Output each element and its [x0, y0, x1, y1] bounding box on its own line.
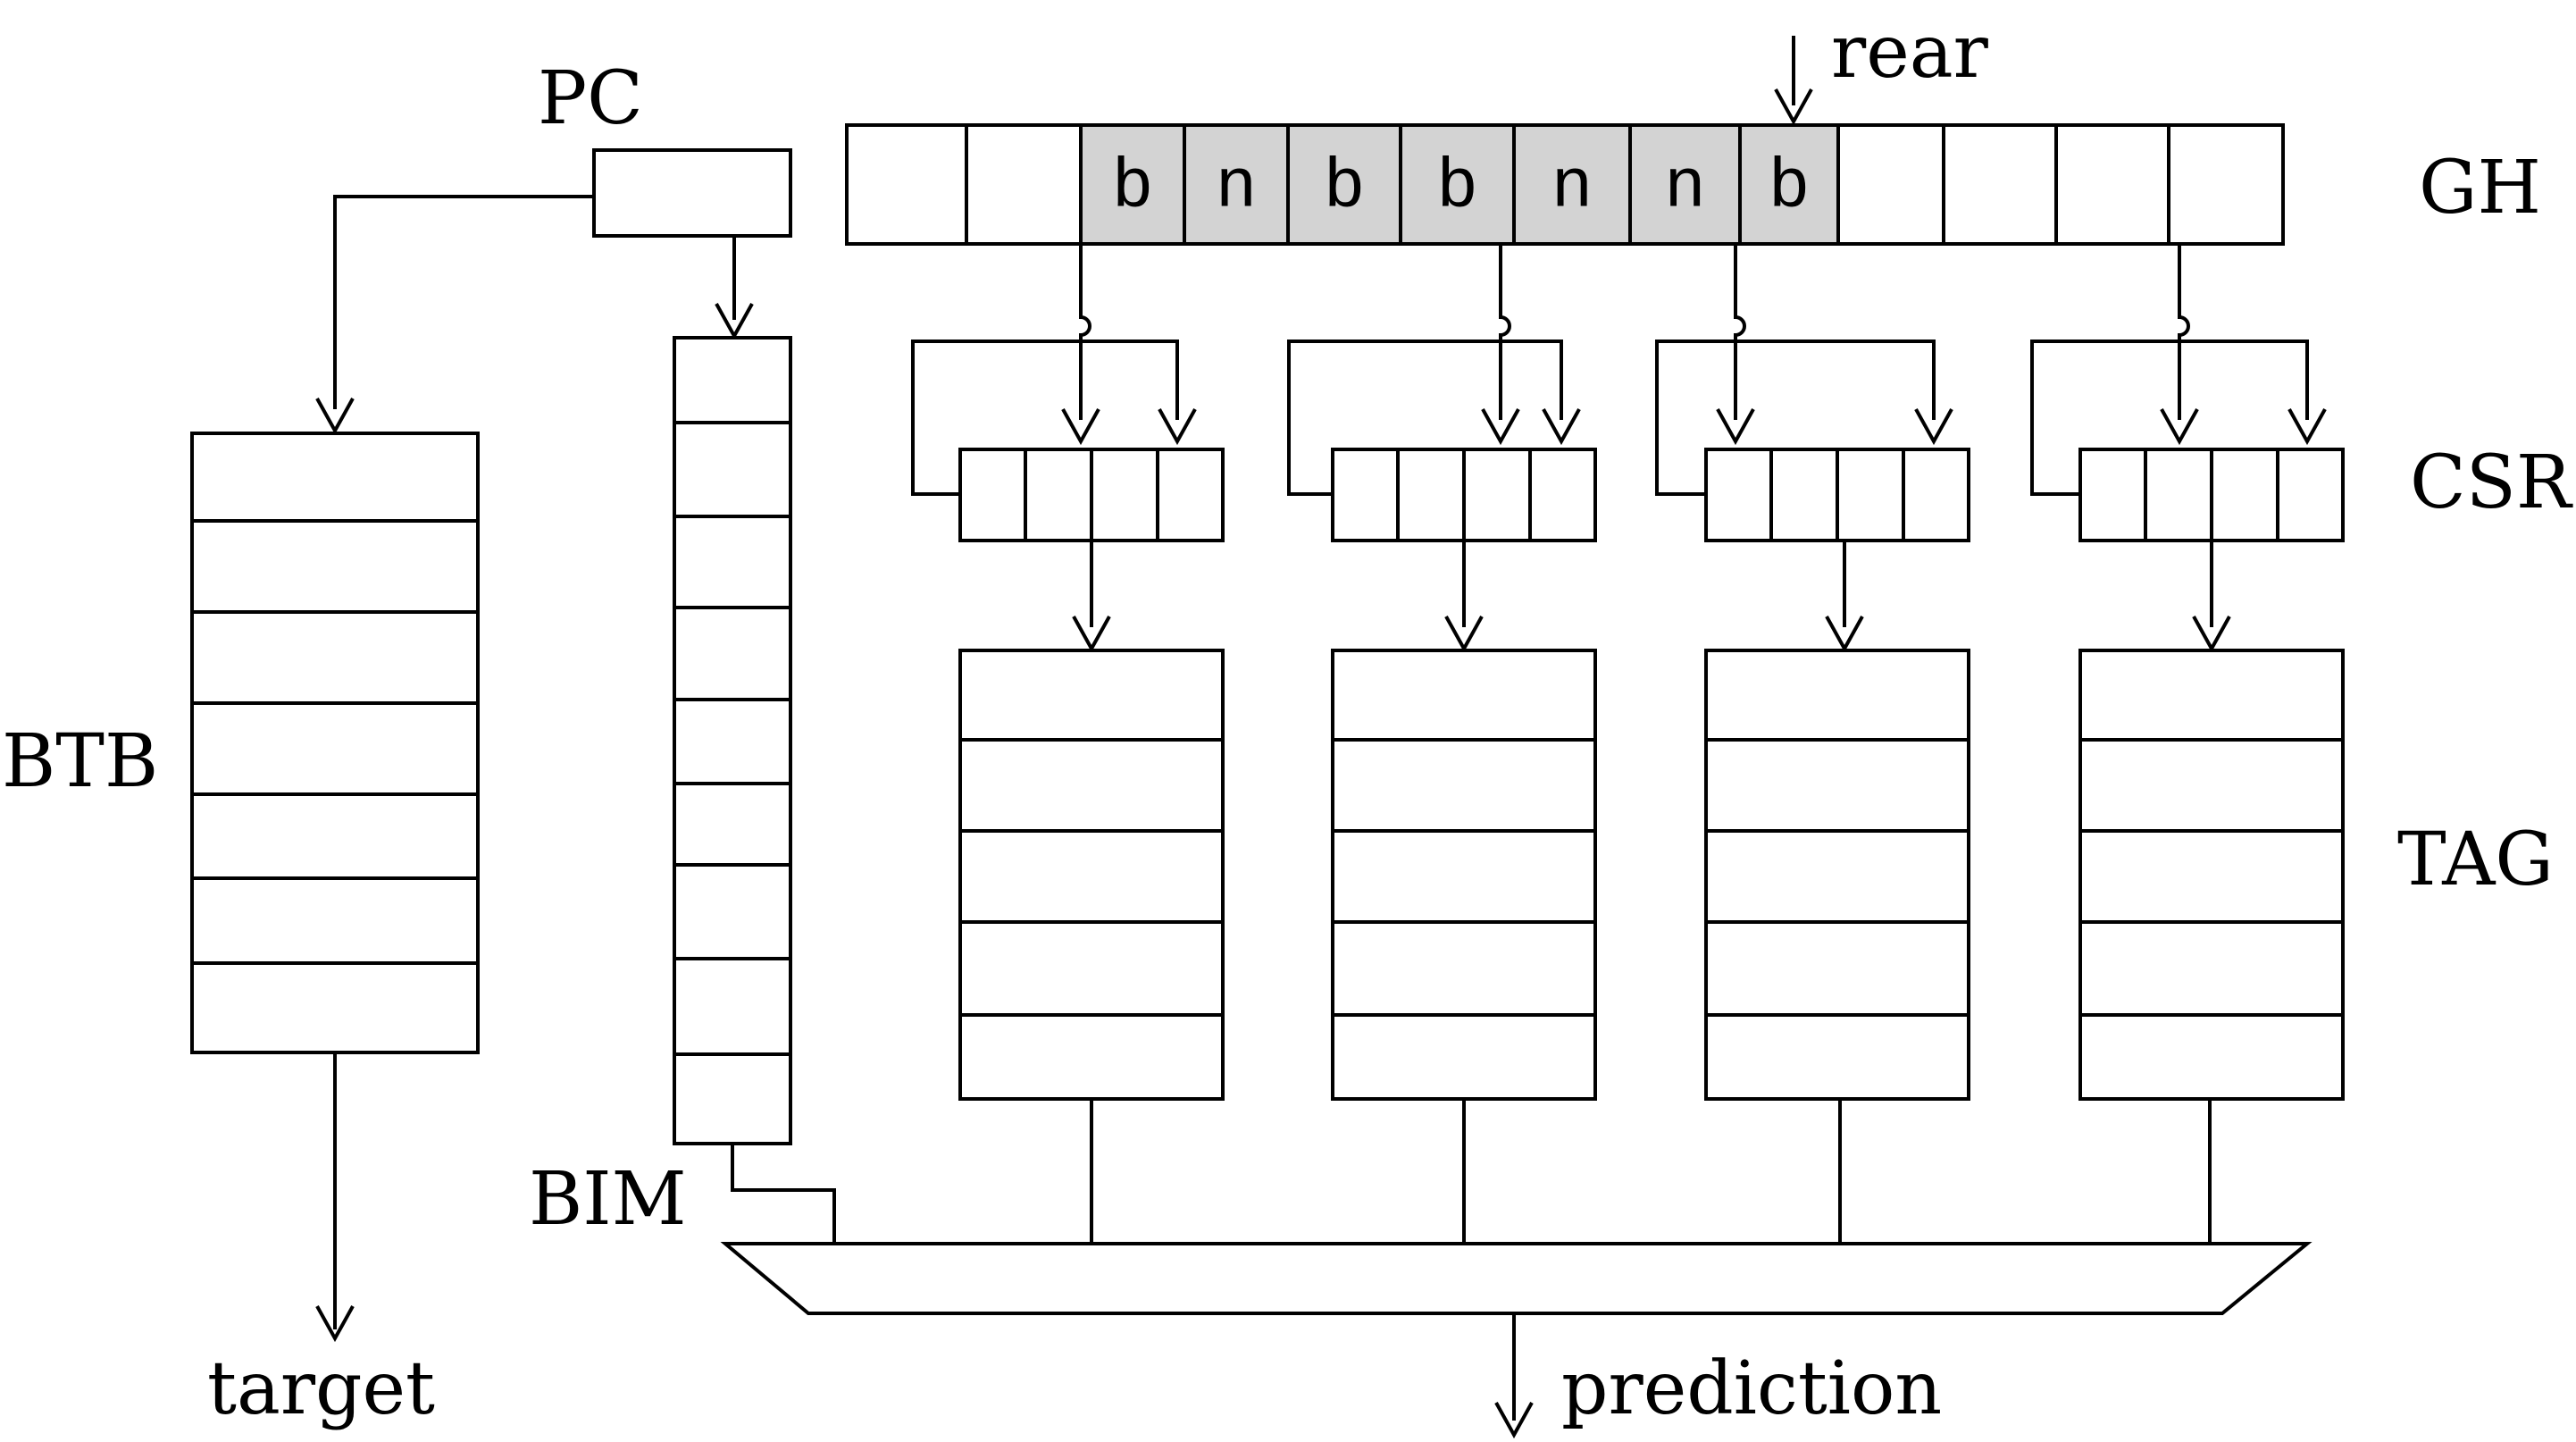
mux-to-prediction-arrowhead — [1494, 1402, 1534, 1439]
csr-3-input-arrow — [1734, 246, 1746, 420]
csr-register-3 — [1704, 448, 1970, 542]
gh-cell-4 — [1183, 123, 1290, 246]
csr-2-input-arrow — [1499, 246, 1511, 420]
csr-3-feedback-arrowhead — [1914, 408, 1953, 446]
gh-cell-value-5: b — [1324, 149, 1366, 228]
tag-table-4 — [2078, 649, 2345, 1101]
tag-label: TAG — [2397, 817, 2554, 902]
gh-cell-11 — [1942, 123, 2058, 246]
csr-1-feedback-line — [911, 340, 1179, 496]
pc-label: PC — [538, 56, 643, 141]
gh-cell-7 — [1512, 123, 1632, 246]
gh-cell-value-6: b — [1436, 149, 1478, 228]
prediction-mux — [720, 1242, 2313, 1315]
rear-pointer-arrowhead — [1774, 88, 1813, 126]
csr-register-2 — [1331, 448, 1597, 542]
tag-table-2 — [1331, 649, 1597, 1101]
csr-2-input-arrowhead — [1481, 408, 1520, 446]
gh-cell-13 — [2167, 123, 2285, 246]
target-label: target — [207, 1346, 435, 1431]
csr-label: CSR — [2410, 440, 2573, 525]
tag-table-3 — [1704, 649, 1970, 1101]
pc-register — [592, 148, 792, 238]
bim-label: BIM — [529, 1157, 687, 1242]
csr-3-feedback-line — [1655, 340, 1936, 496]
csr-4-input-arrowhead — [2160, 408, 2199, 446]
bim-table — [673, 336, 792, 1145]
csr-4-input-arrow — [2178, 246, 2190, 420]
btb-table — [190, 432, 480, 1054]
gh-cell-12 — [2054, 123, 2170, 246]
gh-label: GH — [2419, 146, 2541, 231]
bim-to-mux-line — [731, 1144, 836, 1244]
prediction-label: prediction — [1561, 1346, 1942, 1431]
csr-3-input-arrowhead — [1716, 408, 1755, 446]
gh-cell-9 — [1738, 123, 1840, 246]
csr-1-feedback-arrowhead — [1158, 408, 1197, 446]
gh-cell-10 — [1836, 123, 1945, 246]
pc-to-btb-arrowhead — [315, 398, 355, 435]
gh-cell-5 — [1286, 123, 1402, 246]
gh-cell-value-7: n — [1551, 149, 1593, 228]
csr-1-input-arrow — [1079, 246, 1091, 420]
rear-label: rear — [1831, 10, 1989, 95]
tag-table-1 — [958, 649, 1225, 1101]
csr-2-feedback-line — [1287, 340, 1563, 496]
csr-register-4 — [2078, 448, 2345, 542]
csr-2-feedback-arrowhead — [1542, 408, 1581, 446]
gh-cell-1 — [845, 123, 968, 246]
gh-cell-value-8: n — [1664, 149, 1706, 228]
btb-label: BTB — [2, 719, 158, 804]
csr-4-feedback-arrowhead — [2287, 408, 2327, 446]
btb-to-target-arrowhead — [315, 1305, 355, 1343]
gh-cell-2 — [965, 123, 1083, 246]
gh-cell-value-9: b — [1769, 149, 1811, 228]
gh-cell-6 — [1399, 123, 1516, 246]
gh-cell-value-3: b — [1112, 149, 1154, 228]
csr-4-feedback-line — [2030, 340, 2309, 496]
csr-1-input-arrowhead — [1061, 408, 1100, 446]
csr-register-1 — [958, 448, 1225, 542]
gh-cell-3 — [1079, 123, 1186, 246]
gh-cell-value-4: n — [1216, 149, 1258, 228]
pc-to-btb-arrow — [333, 195, 594, 409]
gh-cell-8 — [1628, 123, 1742, 246]
